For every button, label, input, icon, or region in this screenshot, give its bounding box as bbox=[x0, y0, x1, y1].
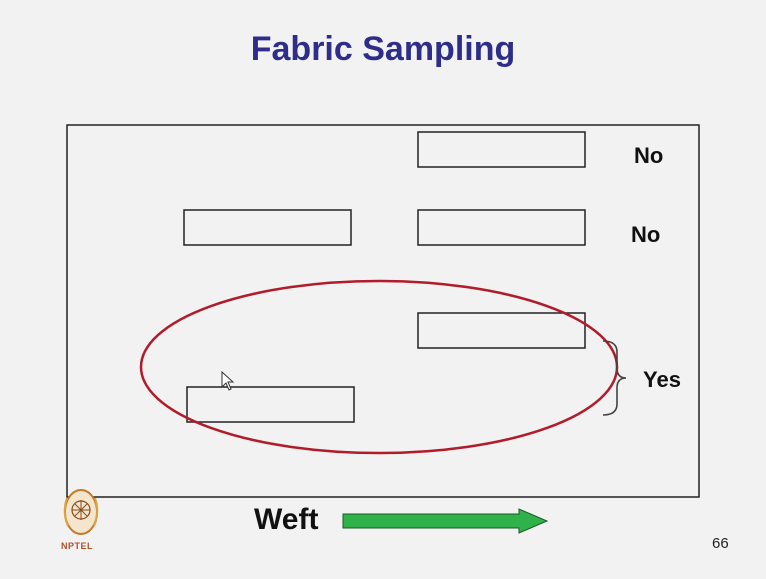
curly-bracket bbox=[602, 340, 627, 416]
sample-rect-row1-right bbox=[417, 131, 586, 168]
sample-rect-row2-right bbox=[417, 209, 586, 246]
fabric-outline bbox=[66, 124, 700, 498]
decision-label-row1: No bbox=[634, 143, 664, 168]
nptel-logo-icon bbox=[63, 489, 99, 535]
mouse-cursor-icon bbox=[221, 370, 235, 391]
weft-arrow bbox=[342, 508, 549, 534]
weft-label: Weft bbox=[254, 503, 319, 536]
logo-text: NPTEL bbox=[61, 541, 94, 551]
sample-rect-row3-right bbox=[417, 312, 586, 349]
sample-rect-row3-left bbox=[186, 386, 355, 423]
slide-number: 66 bbox=[712, 535, 729, 552]
sample-rect-row2-left bbox=[183, 209, 352, 246]
slide-title: Fabric Sampling bbox=[250, 30, 516, 68]
decision-label-row2: No bbox=[631, 222, 661, 247]
decision-label-yes: Yes bbox=[643, 367, 681, 392]
highlight-ellipse bbox=[139, 279, 619, 455]
